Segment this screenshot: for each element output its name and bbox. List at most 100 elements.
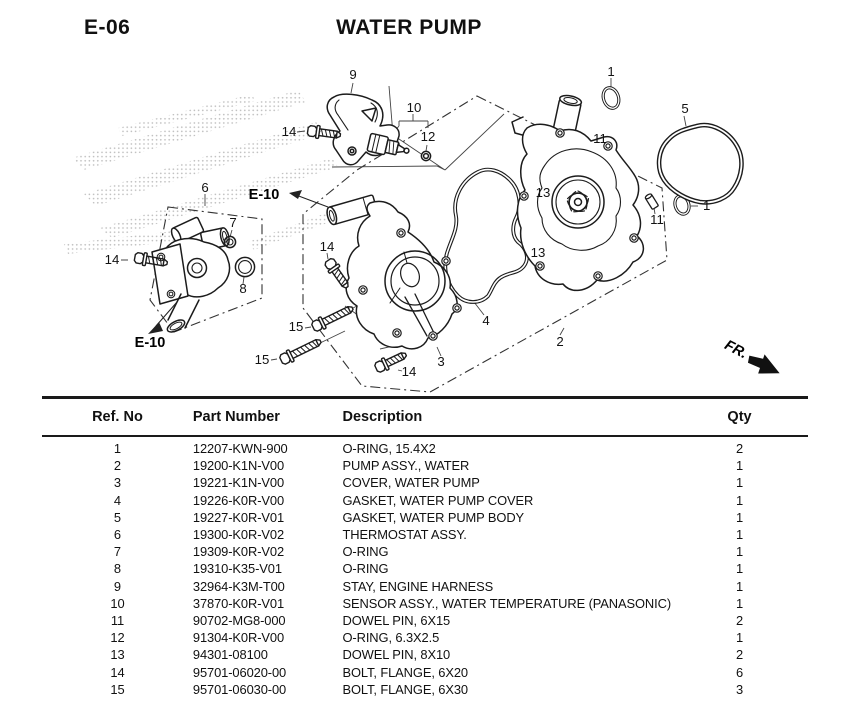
callout-11b: 11 [650, 212, 664, 227]
oring-1-top-part [601, 86, 621, 110]
cell-qty: 6 [735, 664, 744, 680]
cell-part-number: 91304-K0R-V00 [192, 630, 285, 646]
table-row: 8 19310-K35-V01 O-RING 1 [42, 560, 808, 577]
table-row: 13 94301-08100 DOWEL PIN, 8X10 2 [42, 646, 808, 663]
e10-ref-upper[interactable]: E-10 [249, 187, 280, 203]
cell-description: THERMOSTAT ASSY. [342, 527, 467, 543]
cell-qty: 2 [735, 647, 744, 663]
cell-part-number: 19221-K1N-V00 [192, 475, 285, 491]
cell-qty: 1 [735, 458, 744, 474]
gasket-cover-part [443, 167, 529, 304]
callout-3: 3 [437, 354, 444, 369]
callout-15b: 15 [255, 352, 270, 367]
callout-13a: 13 [536, 185, 551, 200]
callout-14a: 14 [282, 124, 297, 139]
cell-ref-no: 6 [113, 527, 121, 543]
cell-qty: 1 [735, 561, 744, 577]
cell-ref-no: 5 [113, 509, 121, 525]
cell-description: BOLT, FLANGE, 6X30 [342, 681, 469, 697]
table-row: 7 19309-K0R-V02 O-RING 1 [42, 543, 808, 560]
cell-qty: 1 [735, 544, 744, 560]
table-row: 15 95701-06030-00 BOLT, FLANGE, 6X30 3 [42, 681, 808, 698]
table-row: 5 19227-K0R-V01 GASKET, WATER PUMP BODY … [42, 509, 808, 526]
parts-table: Ref. No Part Number Description Qty 1 12… [42, 396, 808, 698]
table-row: 12 91304-K0R-V00 O-RING, 6.3X2.5 1 [42, 629, 808, 646]
callout-10: 10 [407, 100, 422, 115]
callout-14c: 14 [320, 239, 335, 254]
cell-qty: 1 [735, 475, 744, 491]
cell-part-number: 19200-K1N-V00 [192, 458, 285, 474]
exploded-diagram: E-10 E-10 FR. 1 5 1 11 11 13 13 9 10 12 … [64, 64, 780, 393]
table-row: 3 19221-K1N-V00 COVER, WATER PUMP 1 [42, 474, 808, 491]
cell-description: GASKET, WATER PUMP BODY [342, 509, 525, 525]
bolt-15-lower [277, 334, 325, 367]
callout-15a: 15 [289, 319, 304, 334]
cell-ref-no: 2 [113, 458, 121, 474]
page-code: E-06 [84, 16, 131, 39]
e10-lower-arrowhead [148, 322, 163, 334]
fr-label: FR. [722, 337, 750, 362]
cell-description: DOWEL PIN, 6X15 [342, 613, 451, 629]
cell-part-number: 95701-06020-00 [192, 664, 287, 680]
callout-6: 6 [201, 180, 208, 195]
callout-12: 12 [421, 129, 436, 144]
cell-qty: 2 [735, 441, 744, 456]
cell-qty: 1 [735, 630, 744, 646]
fr-arrow [747, 354, 780, 374]
cell-description: O-RING [342, 544, 389, 560]
assembly-boundaries [149, 95, 668, 393]
e10-references: E-10 E-10 [135, 187, 329, 351]
callout-11a: 11 [593, 131, 607, 146]
header-part-number: Part Number [192, 397, 343, 437]
cell-description: O-RING, 6.3X2.5 [342, 630, 440, 646]
table-row: 9 32964-K3M-T00 STAY, ENGINE HARNESS 1 [42, 578, 808, 595]
cell-description: SENSOR ASSY., WATER TEMPERATURE (PANASON… [342, 595, 672, 611]
e10-upper-arrow-line [295, 194, 329, 208]
table-row: 14 95701-06020-00 BOLT, FLANGE, 6X20 6 [42, 664, 808, 681]
e10-upper-arrowhead [289, 190, 302, 199]
cell-part-number: 37870-K0R-V01 [192, 595, 285, 611]
e10-ref-lower[interactable]: E-10 [135, 335, 166, 351]
callout-4: 4 [482, 313, 489, 328]
cell-description: DOWEL PIN, 8X10 [342, 647, 451, 663]
cell-qty: 3 [735, 681, 744, 697]
page-title: WATER PUMP [336, 16, 482, 39]
table-row: 11 90702-MG8-000 DOWEL PIN, 6X15 2 [42, 612, 808, 629]
cell-part-number: 90702-MG8-000 [192, 613, 286, 629]
stipple-background [64, 90, 338, 254]
callout-9: 9 [349, 67, 356, 82]
cell-description: PUMP ASSY., WATER [342, 458, 470, 474]
oring-7-part [223, 235, 237, 249]
cell-qty: 2 [735, 613, 744, 629]
cell-part-number: 19300-K0R-V02 [192, 527, 285, 543]
callout-14d: 14 [402, 364, 417, 379]
cell-description: GASKET, WATER PUMP COVER [342, 492, 534, 508]
cell-description: O-RING [342, 561, 389, 577]
table-row: 10 37870-K0R-V01 SENSOR ASSY., WATER TEM… [42, 595, 808, 612]
stay-engine-harness-part [326, 93, 400, 166]
cell-description: STAY, ENGINE HARNESS [342, 578, 494, 594]
pump-assembly-part [511, 94, 645, 292]
cell-description: O-RING, 15.4X2 [342, 441, 436, 456]
e10-lower-arrow-line [155, 301, 178, 327]
cell-qty: 1 [735, 509, 744, 525]
cell-qty: 1 [735, 578, 744, 594]
cell-part-number: 19309-K0R-V02 [192, 544, 285, 560]
cell-ref-no: 3 [113, 475, 121, 491]
cell-description: COVER, WATER PUMP [342, 475, 480, 491]
callout-8: 8 [239, 281, 246, 296]
cell-qty: 1 [735, 527, 744, 543]
bolt-15-upper [309, 301, 357, 334]
table-row: 1 12207-KWN-900 O-RING, 15.4X2 2 [42, 436, 808, 457]
cell-ref-no: 13 [110, 647, 125, 663]
callout-1b: 1 [703, 198, 710, 213]
table-row: 4 19226-K0R-V00 GASKET, WATER PUMP COVER… [42, 492, 808, 509]
callout-13b: 13 [531, 245, 546, 260]
cell-description: BOLT, FLANGE, 6X20 [342, 664, 469, 680]
cell-ref-no: 10 [110, 595, 125, 611]
table-header-row: Ref. No Part Number Description Qty [42, 397, 808, 437]
fr-indicator: FR. [722, 337, 780, 374]
cell-part-number: 19226-K0R-V00 [192, 492, 285, 508]
callout-1a: 1 [607, 64, 614, 79]
